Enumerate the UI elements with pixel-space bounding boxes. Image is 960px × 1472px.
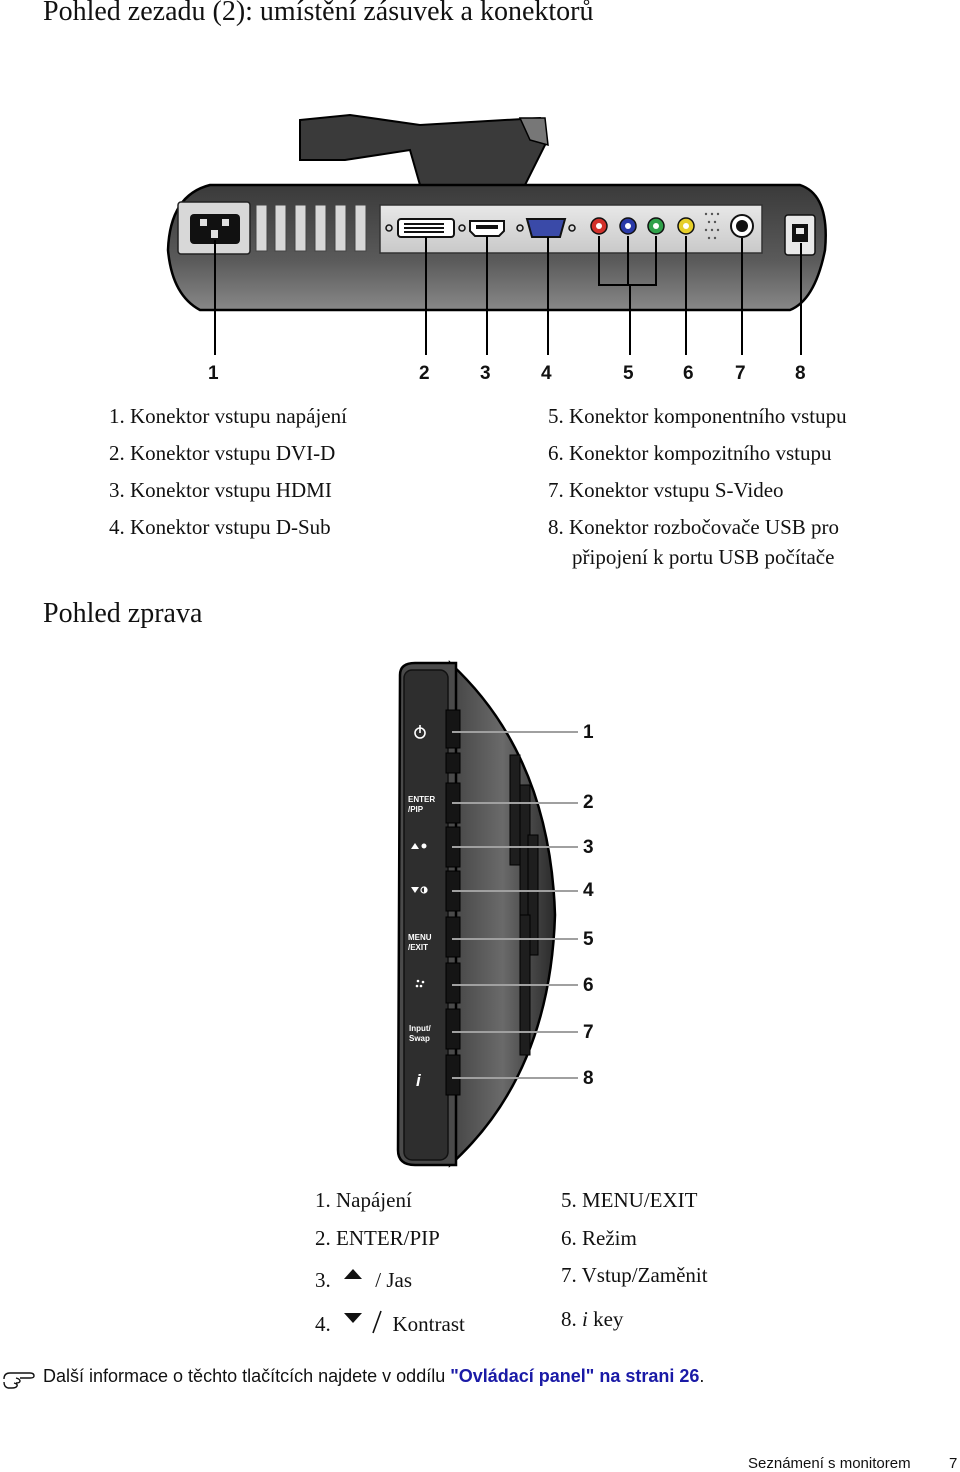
rear-item-continued: připojení k portu USB počítače: [572, 545, 835, 569]
callout-number: 6: [683, 363, 694, 384]
svg-text:i: i: [416, 1071, 422, 1090]
callout-number: 4: [583, 880, 594, 901]
footer-page-number: 7: [949, 1455, 958, 1472]
callout-number: 3: [480, 363, 491, 384]
side-item-ikey: 8. i key: [561, 1307, 624, 1331]
rear-item: 6. Konektor kompozitního vstupu: [548, 441, 832, 465]
callout-number: 7: [583, 1022, 594, 1043]
side-item-power: 1. Napájení: [315, 1188, 412, 1212]
callout-number: 6: [583, 975, 594, 996]
rear-item: 1. Konektor vstupu napájení: [109, 404, 347, 428]
callout-number: 8: [795, 363, 806, 384]
footer-chapter: Seznámení s monitorem: [748, 1455, 911, 1472]
callout-number: 1: [583, 722, 594, 743]
side-item-menu: 5. MENU/EXIT: [561, 1188, 698, 1212]
control-panel-link[interactable]: "Ovládací panel" na strani 26: [450, 1366, 700, 1386]
menu-exit-label: MENU /EXIT: [408, 933, 432, 952]
callout-number: 7: [735, 363, 746, 384]
rear-item: 4. Konektor vstupu D-Sub: [109, 515, 331, 539]
side-buttons-illustration: i: [396, 660, 578, 1168]
up-arrow-icon: [344, 1269, 362, 1279]
side-item-input: 7. Vstup/Zaměnit: [561, 1263, 708, 1287]
right-view-heading: Pohled zprava: [43, 598, 203, 629]
input-swap-label: Input/ Swap: [409, 1024, 431, 1043]
enter-pip-label: ENTER /PIP: [408, 795, 436, 814]
rear-view-heading: Pohled zezadu (2): umístění zásuvek a ko…: [43, 0, 594, 27]
down-arrow-icon: [344, 1313, 362, 1323]
callout-number: 2: [419, 363, 430, 384]
rear-item: 7. Konektor vstupu S-Video: [548, 478, 784, 502]
callout-number: 2: [583, 792, 594, 813]
rear-connectors-illustration: [166, 113, 827, 355]
pointing-hand-icon: [3, 1372, 35, 1389]
side-item-enter: 2. ENTER/PIP: [315, 1226, 440, 1250]
callout-number: 8: [583, 1068, 594, 1089]
side-item-mode: 6. Režim: [561, 1226, 637, 1250]
rear-item: 8. Konektor rozbočovače USB pro: [548, 515, 840, 539]
rear-item: 3. Konektor vstupu HDMI: [109, 478, 332, 502]
callout-number: 3: [583, 837, 594, 858]
side-item-down: 4. Kontrast: [315, 1310, 465, 1336]
callout-number: 4: [541, 363, 552, 384]
note-text: Další informace o těchto tlačítcích najd…: [43, 1366, 705, 1386]
slash-glyph-icon: [372, 1310, 383, 1334]
rear-item: 2. Konektor vstupu DVI-D: [109, 441, 336, 465]
side-item-up: 3. / Jas: [315, 1268, 412, 1292]
rear-item: 5. Konektor komponentního vstupu: [548, 404, 847, 428]
callout-number: 5: [583, 929, 594, 950]
callout-number: 1: [208, 363, 219, 384]
callout-number: 5: [623, 363, 634, 384]
